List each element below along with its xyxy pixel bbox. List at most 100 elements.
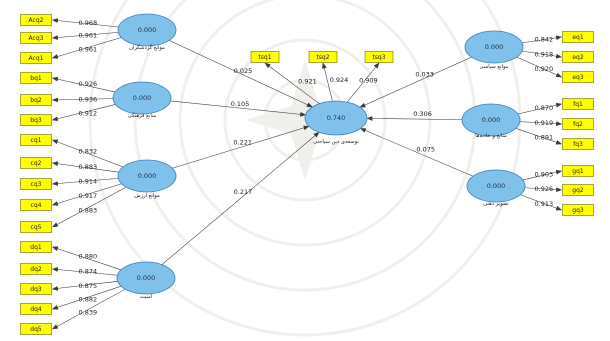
indicator-box — [562, 138, 594, 150]
latent-name: موانع ارزش — [134, 193, 160, 199]
loading-arrow — [51, 285, 122, 310]
indicator-bq1[interactable]: bq1 — [20, 72, 52, 84]
indicator-dq5[interactable]: dq5 — [20, 323, 52, 335]
loading-arrow — [521, 35, 563, 44]
loading-value: 0.914 — [79, 178, 98, 186]
loading-value: 0.918 — [535, 51, 554, 59]
indicator-label: dq3 — [30, 286, 42, 293]
latent-ellipse — [466, 169, 526, 203]
latent-name: موانع گردشگران — [129, 44, 165, 51]
loading-value: 0.883 — [79, 206, 98, 214]
indicator-tsq2[interactable]: tsq2 — [308, 51, 338, 63]
indicator-cq1[interactable]: cq1 — [20, 134, 52, 146]
loading-arrow — [521, 50, 563, 59]
indicator-label: tsq1 — [258, 54, 271, 61]
loading-arrow — [51, 104, 116, 122]
path-arrow — [161, 131, 320, 265]
path-arrow — [170, 100, 307, 117]
path-arrow — [172, 125, 310, 169]
latent-node-left-3[interactable]: 0.000 — [117, 159, 177, 193]
indicator-cq2[interactable]: cq2 — [20, 157, 52, 169]
latent-name: موانع سیاسی — [480, 64, 509, 70]
loading-arrow — [51, 37, 122, 59]
loading-arrow — [515, 128, 563, 145]
loading-arrow — [519, 121, 563, 127]
indicator-bq2[interactable]: bq2 — [20, 94, 52, 106]
path-coefficient: 0.105 — [231, 100, 250, 108]
latent-node-left-1[interactable]: 0.000 — [117, 13, 177, 47]
path-coefficient: 0.221 — [233, 138, 252, 146]
loading-value: 0.883 — [79, 163, 98, 171]
indicator-dq1[interactable]: dq1 — [20, 241, 52, 253]
indicator-Acq1[interactable]: Acq1 — [20, 52, 52, 64]
indicator-box — [562, 118, 594, 130]
loading-arrow — [516, 56, 563, 78]
loading-value: 0.832 — [79, 147, 98, 155]
latent-node-left-4[interactable]: 0.000 — [116, 261, 176, 295]
indicator-Acq2[interactable]: Acq2 — [20, 14, 52, 26]
indicator-label: gq3 — [572, 207, 584, 214]
latent-node-right-2[interactable]: 0.000 — [461, 103, 521, 137]
indicator-dq4[interactable]: dq4 — [20, 303, 52, 315]
indicator-tsq1[interactable]: tsq1 — [250, 51, 280, 63]
loading-value: 0.912 — [79, 109, 98, 117]
indicator-label: eq3 — [572, 74, 584, 81]
indicator-Acq3[interactable]: Acq3 — [20, 32, 52, 44]
indicator-fq2[interactable]: fq2 — [562, 118, 594, 130]
indicator-cq3[interactable]: cq3 — [20, 178, 52, 190]
latent-node-right-3[interactable]: 0.000 — [466, 169, 526, 203]
indicator-gq3[interactable]: gq3 — [562, 204, 594, 216]
loading-value: 0.839 — [79, 308, 98, 316]
loading-value: 0.926 — [79, 80, 98, 88]
loading-arrow — [520, 194, 563, 211]
indicator-eq1[interactable]: eq1 — [562, 31, 594, 43]
indicator-cq4[interactable]: cq4 — [20, 199, 52, 211]
path-arrow — [169, 40, 313, 108]
indicator-box — [20, 72, 52, 84]
indicator-box — [20, 114, 52, 126]
path-coefficient: 0.217 — [234, 188, 253, 196]
latent-ellipse — [117, 13, 177, 47]
indicator-dq3[interactable]: dq3 — [20, 283, 52, 295]
indicator-box — [562, 165, 594, 177]
indicator-dq2[interactable]: dq2 — [20, 263, 52, 275]
indicator-box — [562, 51, 594, 63]
loading-value: 0.874 — [79, 268, 98, 276]
indicator-bq3[interactable]: bq3 — [20, 114, 52, 126]
latent-ellipse — [464, 30, 524, 64]
indicator-box — [20, 14, 52, 26]
latent-node-center[interactable]: 0.740 — [304, 100, 368, 136]
loading-arrow — [321, 62, 333, 102]
latent-node-left-2[interactable]: 0.000 — [112, 81, 172, 115]
indicator-label: dq1 — [30, 244, 42, 251]
indicator-box — [562, 98, 594, 110]
indicator-fq3[interactable]: fq3 — [562, 138, 594, 150]
latent-name: امنیت — [140, 294, 152, 300]
indicator-label: eq1 — [572, 34, 584, 41]
loading-value: 0.875 — [79, 282, 98, 290]
loading-value: 0.926 — [535, 185, 554, 193]
indicator-label: bq2 — [30, 97, 42, 104]
latent-name: تصویر ذهنی — [483, 201, 509, 207]
indicator-gq2[interactable]: gq2 — [562, 184, 594, 196]
r-squared-value: 0.000 — [138, 26, 157, 34]
indicator-label: fq1 — [573, 101, 583, 108]
indicator-box — [20, 323, 52, 335]
indicator-eq2[interactable]: eq2 — [562, 51, 594, 63]
indicator-tsq3[interactable]: tsq3 — [364, 51, 394, 63]
indicator-label: fq2 — [573, 121, 583, 128]
indicator-eq3[interactable]: eq3 — [562, 71, 594, 83]
latent-ellipse — [116, 261, 176, 295]
indicator-label: cq1 — [31, 137, 42, 144]
indicator-gq1[interactable]: gq1 — [562, 165, 594, 177]
latent-node-right-1[interactable]: 0.000 — [464, 30, 524, 64]
indicator-box — [308, 51, 338, 63]
latent-name: توسعه‌ی دین سیاحتی — [313, 139, 359, 145]
indicator-fq1[interactable]: fq1 — [562, 98, 594, 110]
loading-arrow — [264, 62, 320, 104]
indicator-cq5[interactable]: cq5 — [20, 221, 52, 233]
loading-arrow — [51, 183, 122, 206]
loading-value: 0.920 — [535, 65, 554, 73]
indicator-box — [250, 51, 280, 63]
